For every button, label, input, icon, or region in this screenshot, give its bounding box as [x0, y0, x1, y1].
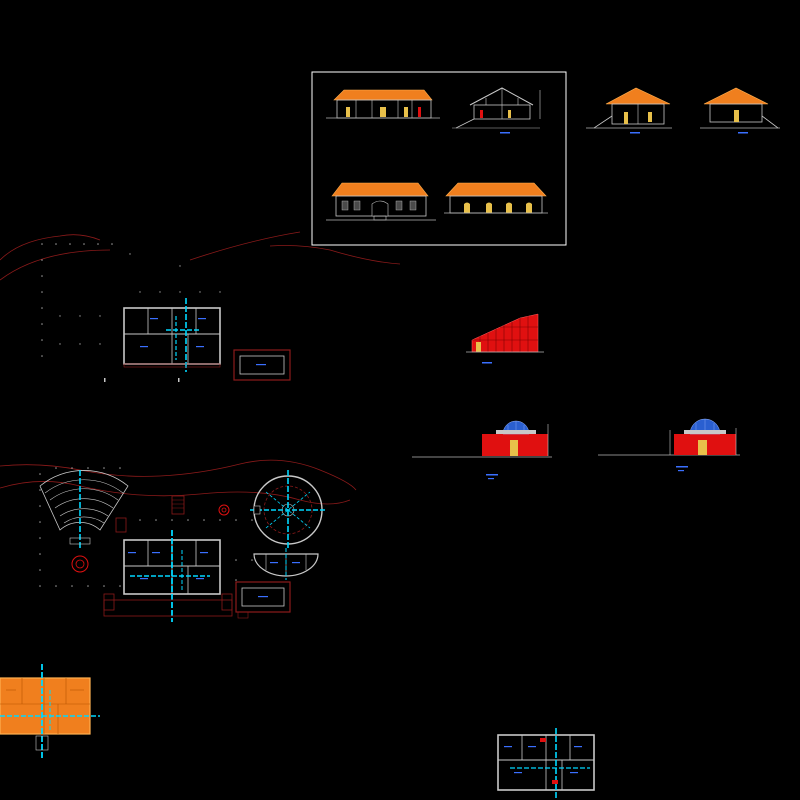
orange-floor-plan — [0, 664, 100, 760]
elevation-dome-left — [412, 420, 552, 480]
floor-plan-bottom-right — [497, 728, 595, 798]
amphitheater-plan — [39, 470, 129, 548]
elevation-left-1 — [326, 89, 440, 119]
elevation-dome-right — [598, 418, 740, 472]
annex-plan-upper — [233, 349, 291, 381]
elevation-far-1 — [586, 87, 672, 134]
section-right-1 — [452, 87, 541, 134]
section-red-wall — [466, 313, 544, 364]
annex-plan-lower — [235, 581, 291, 619]
semicircle-plan — [253, 548, 319, 580]
circular-plaza-plan — [250, 470, 326, 550]
site-plan-lower — [0, 459, 357, 611]
facade-rear — [444, 182, 548, 214]
floor-plan-lower — [103, 530, 233, 622]
site-plan-upper — [0, 231, 401, 357]
elevation-far-2 — [700, 87, 780, 134]
floor-plan-upper — [104, 298, 221, 382]
facade-main — [326, 182, 436, 221]
sheet-frame — [311, 71, 567, 246]
